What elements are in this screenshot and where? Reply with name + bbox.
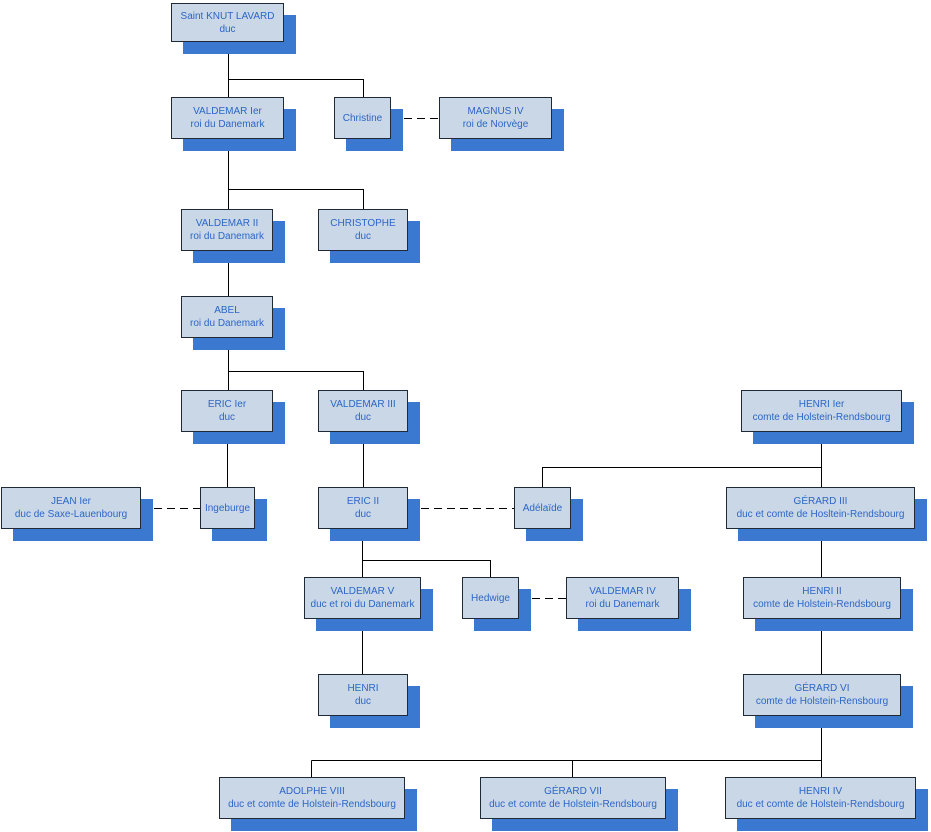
person-name: HENRI II <box>802 586 842 597</box>
person-title: roi du Danemark <box>190 231 264 242</box>
person-box-gerard-7: GÉRARD VII duc et comte de Holstein-Rend… <box>480 777 666 819</box>
person-box-abel: ABEL roi du Danemark <box>181 296 273 338</box>
person-box-gerard-6: GÉRARD VI comte de Holstein-Rensbourg <box>743 674 901 716</box>
person-title: duc et roi du Danemark <box>310 599 415 610</box>
person-name: CHRISTOPHE <box>330 218 396 229</box>
person-title: roi du Danemark <box>190 318 264 329</box>
person-box-valdemar-3: VALDEMAR III duc <box>318 390 408 432</box>
person-title: comte de Holstein-Rendsbourg <box>753 599 891 610</box>
person-box-christophe: CHRISTOPHE duc <box>318 209 408 251</box>
parent-child-line <box>362 560 491 577</box>
person-name: HENRI Ier <box>798 399 845 410</box>
person-title: duc et comte de Holstein-Rendsbourg <box>228 799 396 810</box>
person-name: HENRI IV <box>798 786 843 797</box>
parent-child-line <box>542 467 822 487</box>
person-name: Adélaïde <box>522 502 563 514</box>
person-title: roi du Danemark <box>190 119 265 130</box>
person-box-gerard-3: GÉRARD III duc et comte de Hosltein-Rend… <box>726 487 915 529</box>
person-name: GÉRARD III <box>793 496 848 507</box>
person-name: ABEL <box>214 305 240 316</box>
person-title: duc <box>354 231 372 242</box>
person-title: roi du Danemark <box>585 599 660 610</box>
person-box-eric-2: ERIC II duc <box>318 487 408 529</box>
parent-child-line <box>228 79 364 97</box>
person-name: ERIC Ier <box>207 399 247 410</box>
person-title: roi de Norvège <box>462 119 529 130</box>
person-box-adelaide: Adélaïde <box>514 487 571 529</box>
person-title: duc <box>354 696 372 707</box>
person-box-magnus-4: MAGNUS IV roi de Norvège <box>439 97 552 139</box>
person-box-henri-2: HENRI II comte de Holstein-Rendsbourg <box>743 577 901 619</box>
person-name: HENRI <box>347 683 379 694</box>
person-title: duc <box>218 412 236 423</box>
person-box-henri-1: HENRI Ier comte de Holstein-Rendsbourg <box>741 390 902 432</box>
person-box-ingeburge: Ingeburge <box>200 487 255 529</box>
person-name: MAGNUS IV <box>467 106 524 117</box>
person-name: VALDEMAR Ier <box>193 106 262 117</box>
person-box-christine: Christine <box>334 97 391 139</box>
person-name: GÉRARD VII <box>544 786 602 797</box>
person-title: comte de Holstein-Rendsbourg <box>752 412 891 423</box>
person-name: VALDEMAR V <box>330 586 395 597</box>
person-title: duc <box>354 412 372 423</box>
person-name: ADOLPHE VIII <box>279 786 345 797</box>
person-box-valdemar-2: VALDEMAR II roi du Danemark <box>181 209 273 251</box>
person-title: duc et comte de Holstein-Rendsbourg <box>489 799 657 810</box>
person-name: ERIC II <box>346 496 380 507</box>
person-box-valdemar-4: VALDEMAR IV roi du Danemark <box>566 577 679 619</box>
person-name: Hedwige <box>471 592 510 604</box>
person-box-valdemar-1: VALDEMAR Ier roi du Danemark <box>171 97 284 139</box>
person-box-henri-duc: HENRI duc <box>318 674 408 716</box>
person-name: VALDEMAR II <box>195 218 259 229</box>
person-name: VALDEMAR III <box>330 399 396 410</box>
person-box-valdemar-5: VALDEMAR V duc et roi du Danemark <box>304 577 421 619</box>
person-box-eric-1: ERIC Ier duc <box>181 390 273 432</box>
person-title: duc et comte de Hosltein-Rendsbourg <box>736 509 905 520</box>
person-title: duc et comte de Holstein-Rendsbourg <box>736 799 905 810</box>
person-box-jean-1: JEAN Ier duc de Saxe-Lauenbourg <box>1 487 141 529</box>
person-name: JEAN Ier <box>50 496 91 507</box>
person-name: Saint KNUT LAVARD <box>180 10 275 22</box>
person-box-henri-4: HENRI IV duc et comte de Holstein-Rendsb… <box>725 777 916 819</box>
person-title: comte de Holstein-Rensbourg <box>755 696 889 707</box>
person-title: duc <box>354 509 372 520</box>
person-name: Christine <box>342 112 383 124</box>
person-box-knut-lavard: Saint KNUT LAVARD duc <box>171 3 284 42</box>
parent-child-line <box>228 189 364 209</box>
person-name: VALDEMAR IV <box>589 586 656 597</box>
person-name: GÉRARD VI <box>794 683 850 694</box>
person-box-hedwige: Hedwige <box>462 577 519 619</box>
person-title: duc <box>219 23 236 35</box>
parent-child-line <box>228 371 364 390</box>
person-box-adolphe-8: ADOLPHE VIII duc et comte de Holstein-Re… <box>219 777 405 819</box>
person-title: duc de Saxe-Lauenbourg <box>14 509 128 520</box>
person-name: Ingeburge <box>204 502 251 514</box>
